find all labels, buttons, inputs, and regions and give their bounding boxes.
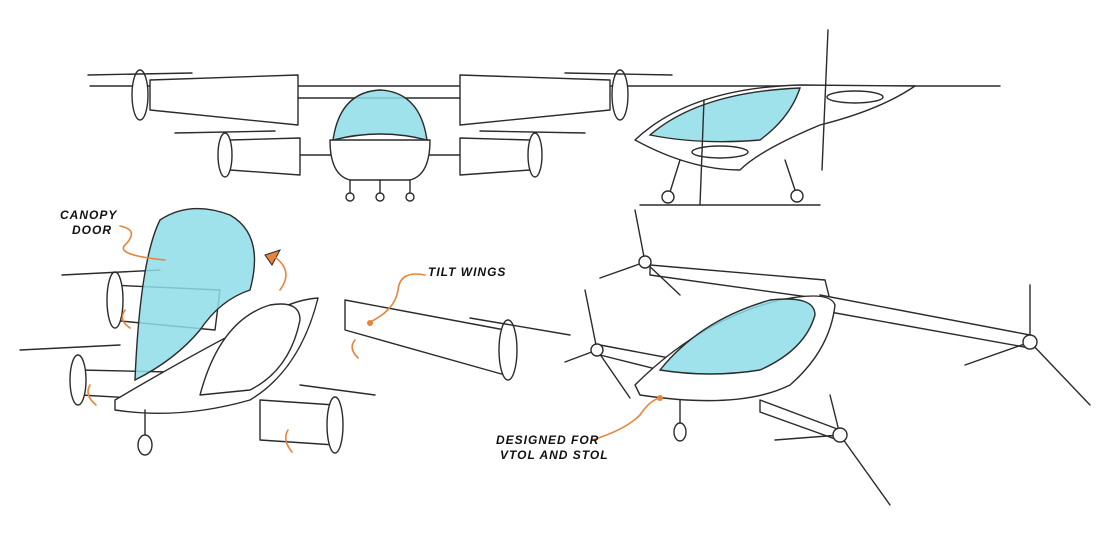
canopy-door-label: Canopy Door bbox=[60, 208, 117, 238]
side-view bbox=[634, 29, 916, 206]
tilt-wings-label: Tilt Wings bbox=[428, 265, 507, 279]
front-view bbox=[87, 69, 1001, 202]
canopy-door-label-line1: Canopy bbox=[60, 208, 118, 222]
perspective-canopy-open bbox=[19, 207, 571, 456]
canopy-door-label-line2: Door bbox=[72, 223, 112, 237]
designed-for-label: Designed for VTOL and STOL bbox=[496, 433, 609, 463]
designed-for-label-line2: VTOL and STOL bbox=[500, 448, 609, 462]
designed-for-label-line1: Designed for bbox=[496, 433, 600, 447]
perspective-flight bbox=[564, 209, 1091, 506]
